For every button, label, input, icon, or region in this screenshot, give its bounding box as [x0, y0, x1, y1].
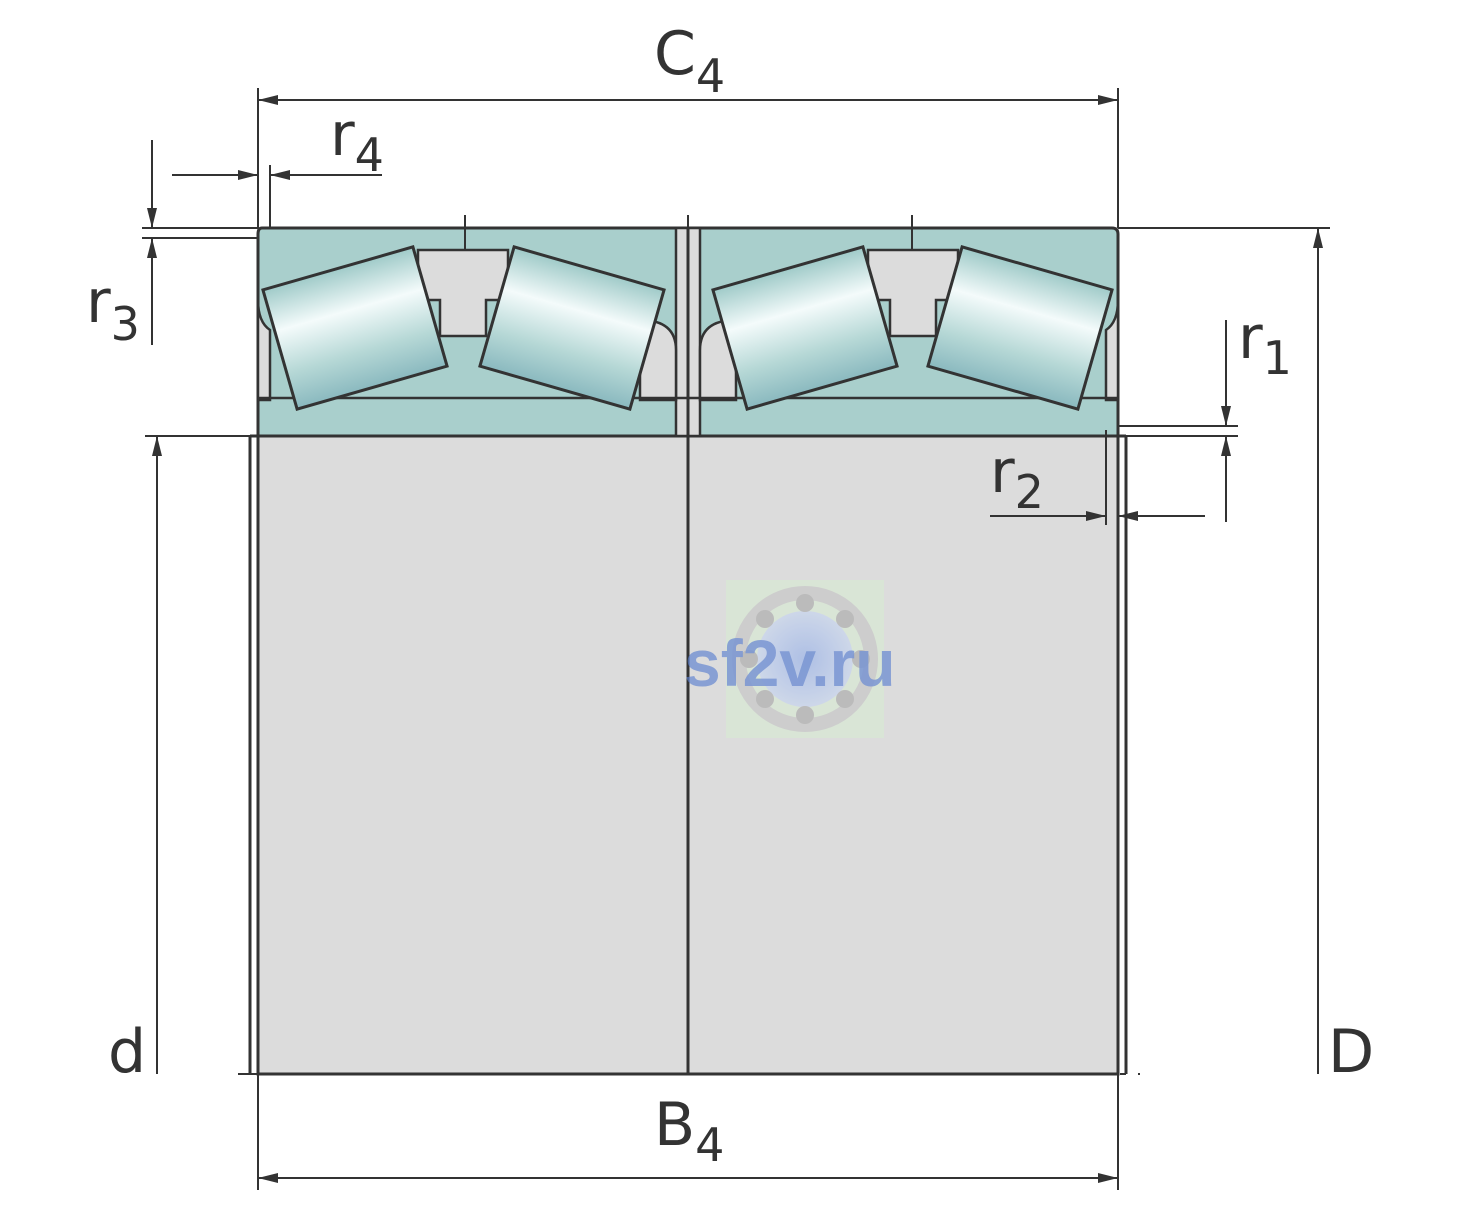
inner-ring-right	[686, 434, 1120, 1076]
dimension-labels: C4 B4 r4 r3 r1 r2 d D	[86, 19, 1374, 1172]
label-D: D	[1328, 1017, 1374, 1087]
roller-1	[261, 245, 449, 411]
outer-ring-section	[256, 215, 1120, 1074]
label-r2: r2	[990, 437, 1044, 519]
ball-bearing-icon	[732, 586, 878, 732]
label-r4: r4	[330, 100, 384, 182]
inner-ring-left	[256, 434, 690, 1076]
rollers	[261, 245, 1114, 411]
inner-rings	[248, 434, 1128, 1076]
roller-3	[711, 245, 899, 411]
label-b4: B4	[654, 1090, 724, 1172]
label-r1: r1	[1238, 303, 1292, 385]
label-c4: C4	[654, 19, 725, 103]
roller-4	[926, 245, 1114, 411]
label-d: d	[108, 1017, 146, 1087]
label-r3: r3	[86, 267, 140, 351]
dimension-lines	[142, 88, 1330, 1190]
watermark: sf2v.ru	[684, 580, 896, 738]
roller-2	[478, 245, 666, 411]
watermark-text: sf2v.ru	[684, 626, 896, 700]
